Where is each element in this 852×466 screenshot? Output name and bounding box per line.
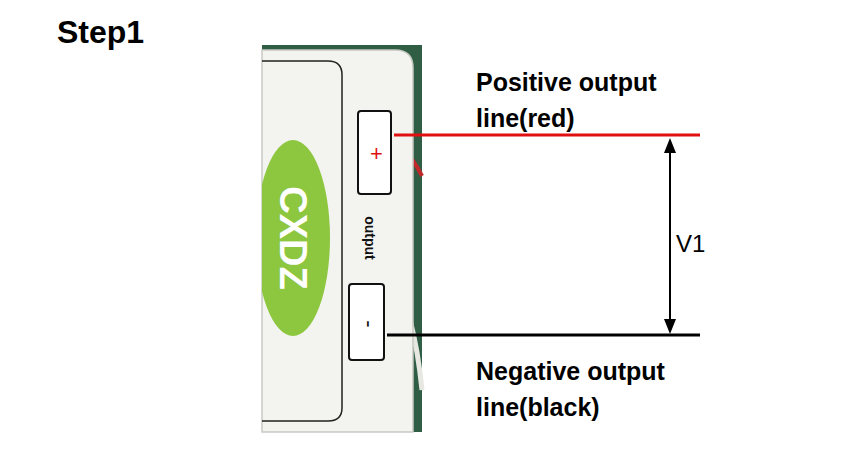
negative-wire bbox=[387, 334, 700, 337]
arrow-head bbox=[664, 319, 676, 334]
node-text: CXDZ bbox=[274, 186, 312, 289]
housing-outline bbox=[262, 61, 342, 421]
node-text: output bbox=[363, 216, 377, 260]
positive-wire bbox=[394, 134, 700, 137]
wire-label: Negative output line(black) bbox=[476, 353, 708, 426]
negative-terminal: - bbox=[348, 283, 385, 361]
voltage-label: V1 bbox=[676, 227, 736, 262]
logo-ellipse: CXDZ bbox=[262, 140, 330, 336]
green-backdrop bbox=[262, 45, 422, 432]
device-body: output CXDZ + - bbox=[262, 48, 412, 432]
arrow-head bbox=[664, 138, 676, 153]
node-text: - bbox=[358, 320, 380, 327]
node-text: + bbox=[370, 143, 383, 165]
device-housing bbox=[262, 50, 413, 432]
step-title: Step1 bbox=[57, 14, 144, 51]
wire-label: Positive output line(red) bbox=[476, 64, 708, 137]
positive-terminal: + bbox=[357, 110, 392, 195]
voltage-arrow bbox=[669, 150, 671, 322]
